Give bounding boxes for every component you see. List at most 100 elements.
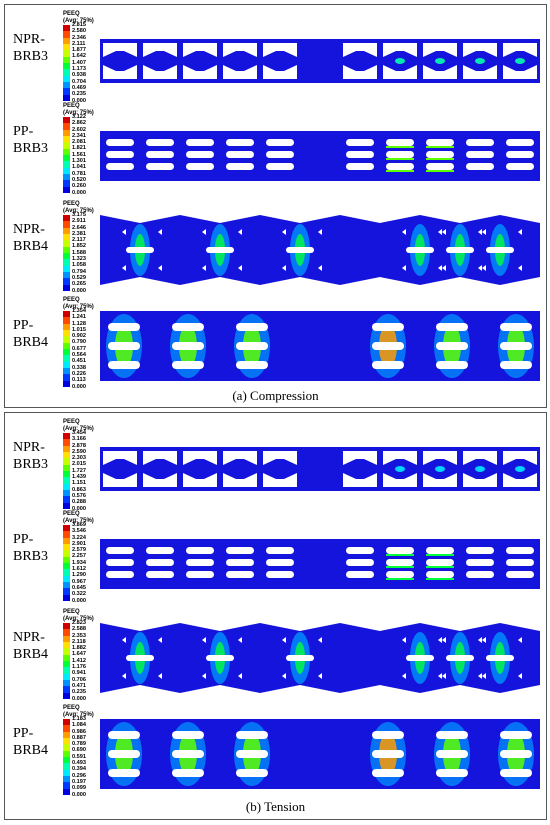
legend-tick-label: 0.677 (72, 345, 86, 352)
legend-tick-label: 0.000 (72, 597, 86, 604)
legend-tick-label: 2.901 (72, 540, 86, 547)
legend-tick-label: 0.520 (72, 176, 86, 183)
legend-tick-label: 0.469 (72, 84, 86, 91)
color-bar-swatch (63, 252, 70, 260)
slot-hole (466, 139, 494, 146)
bowtie-hole (143, 451, 177, 465)
legend-tick-label: 0.099 (72, 785, 86, 792)
color-bar-swatch (63, 692, 70, 699)
legend-tick-label: 3.122 (72, 114, 86, 120)
color-bar-swatch (63, 148, 70, 155)
triangle-hole (202, 229, 206, 235)
legend-tick-label: 1.354 (72, 308, 86, 314)
slot-hole (506, 139, 534, 146)
legend-tick-label: 0.789 (72, 741, 86, 748)
slot-hole (106, 571, 134, 578)
color-bar-swatch (63, 464, 70, 471)
bowtie-hole (383, 473, 417, 487)
bowtie-hole (263, 65, 297, 79)
slot-hole (446, 655, 474, 661)
color-bar-swatch (63, 581, 70, 589)
slot-hole (506, 547, 534, 554)
legend-tick-label: 1.439 (72, 474, 86, 481)
bowtie-hole (503, 451, 537, 465)
legend-tick-label: 0.000 (72, 97, 86, 104)
color-bar-swatch (63, 154, 70, 162)
slot-hole (386, 163, 414, 170)
color-bar-swatch (63, 81, 70, 89)
color-bar-swatch (63, 25, 70, 32)
slot-hole (266, 547, 294, 554)
color-bar-swatch (63, 135, 70, 143)
slot-hole (506, 571, 534, 578)
color-bar-swatch (63, 246, 70, 253)
slot-hole (146, 571, 174, 578)
color-bar-swatch (63, 129, 70, 136)
triangle-hole (318, 673, 322, 679)
color-bar-swatch (63, 342, 70, 349)
slot-hole (106, 163, 134, 170)
bowtie-hole (503, 473, 537, 487)
slot-hole (106, 151, 134, 158)
triangle-hole (438, 637, 442, 643)
legend-tick-label: 0.690 (72, 747, 86, 754)
color-bar-swatch (63, 329, 70, 337)
color-bar (63, 719, 70, 795)
legend-tick-label: 1.647 (72, 651, 86, 658)
fe-contour-model (100, 539, 540, 589)
strain-hotspot (475, 466, 485, 472)
color-bar-swatch (63, 750, 70, 757)
legend-tick-label: 2.081 (72, 139, 86, 146)
slot-hole (436, 731, 468, 739)
color-bar-swatch (63, 769, 70, 776)
bowtie-hole (423, 451, 457, 465)
bowtie-hole (103, 43, 137, 57)
plate-body (100, 623, 540, 693)
specimen-label: PP- BRB3 (13, 124, 49, 156)
strain-band (426, 170, 454, 172)
legend-tick-label: 2.590 (72, 448, 86, 455)
slot-hole (500, 361, 532, 369)
triangle-hole (318, 229, 322, 235)
color-bar-swatch (63, 477, 70, 484)
slot-hole (500, 342, 532, 350)
bowtie-hole (263, 43, 297, 57)
legend-tick-label: 1.128 (72, 320, 86, 327)
legend-tick-label: 1.612 (72, 566, 86, 573)
slot-hole (486, 655, 514, 661)
legend-tick-label: 2.911 (72, 218, 86, 225)
specimen-label: PP- BRB3 (13, 532, 49, 564)
slot-hole (506, 559, 534, 566)
legend-tick-label: 1.821 (72, 145, 86, 152)
legend-tick-label: 1.015 (72, 326, 86, 333)
slot-hole (186, 571, 214, 578)
legend-tick-label: 1.561 (72, 151, 86, 158)
legend-tick-label: 2.588 (72, 626, 86, 633)
bowtie-hole (463, 473, 497, 487)
triangle-hole (282, 265, 286, 271)
color-bar-swatch (63, 788, 70, 795)
color-bar-swatch (63, 186, 70, 193)
slot-hole (108, 361, 140, 369)
legend-tick-label: 0.967 (72, 578, 86, 585)
color-bar-swatch (63, 75, 70, 82)
color-bar (63, 215, 70, 291)
triangle-hole (318, 265, 322, 271)
triangle-hole (442, 265, 446, 271)
slot-hole (500, 750, 532, 758)
color-bar-swatch (63, 575, 70, 582)
slot-hole (466, 163, 494, 170)
color-bar-swatch (63, 496, 70, 503)
legend-tick-label: 1.412 (72, 657, 86, 664)
slot-hole (106, 559, 134, 566)
slot-hole (146, 163, 174, 170)
legend-tick-label: 2.862 (72, 120, 86, 127)
color-bar (63, 433, 70, 509)
legend-tick-label: 0.781 (72, 170, 86, 177)
color-bar-swatch (63, 173, 70, 181)
legend-tick-label: 2.602 (72, 126, 86, 133)
color-bar-swatch (63, 502, 70, 509)
slot-hole (506, 151, 534, 158)
